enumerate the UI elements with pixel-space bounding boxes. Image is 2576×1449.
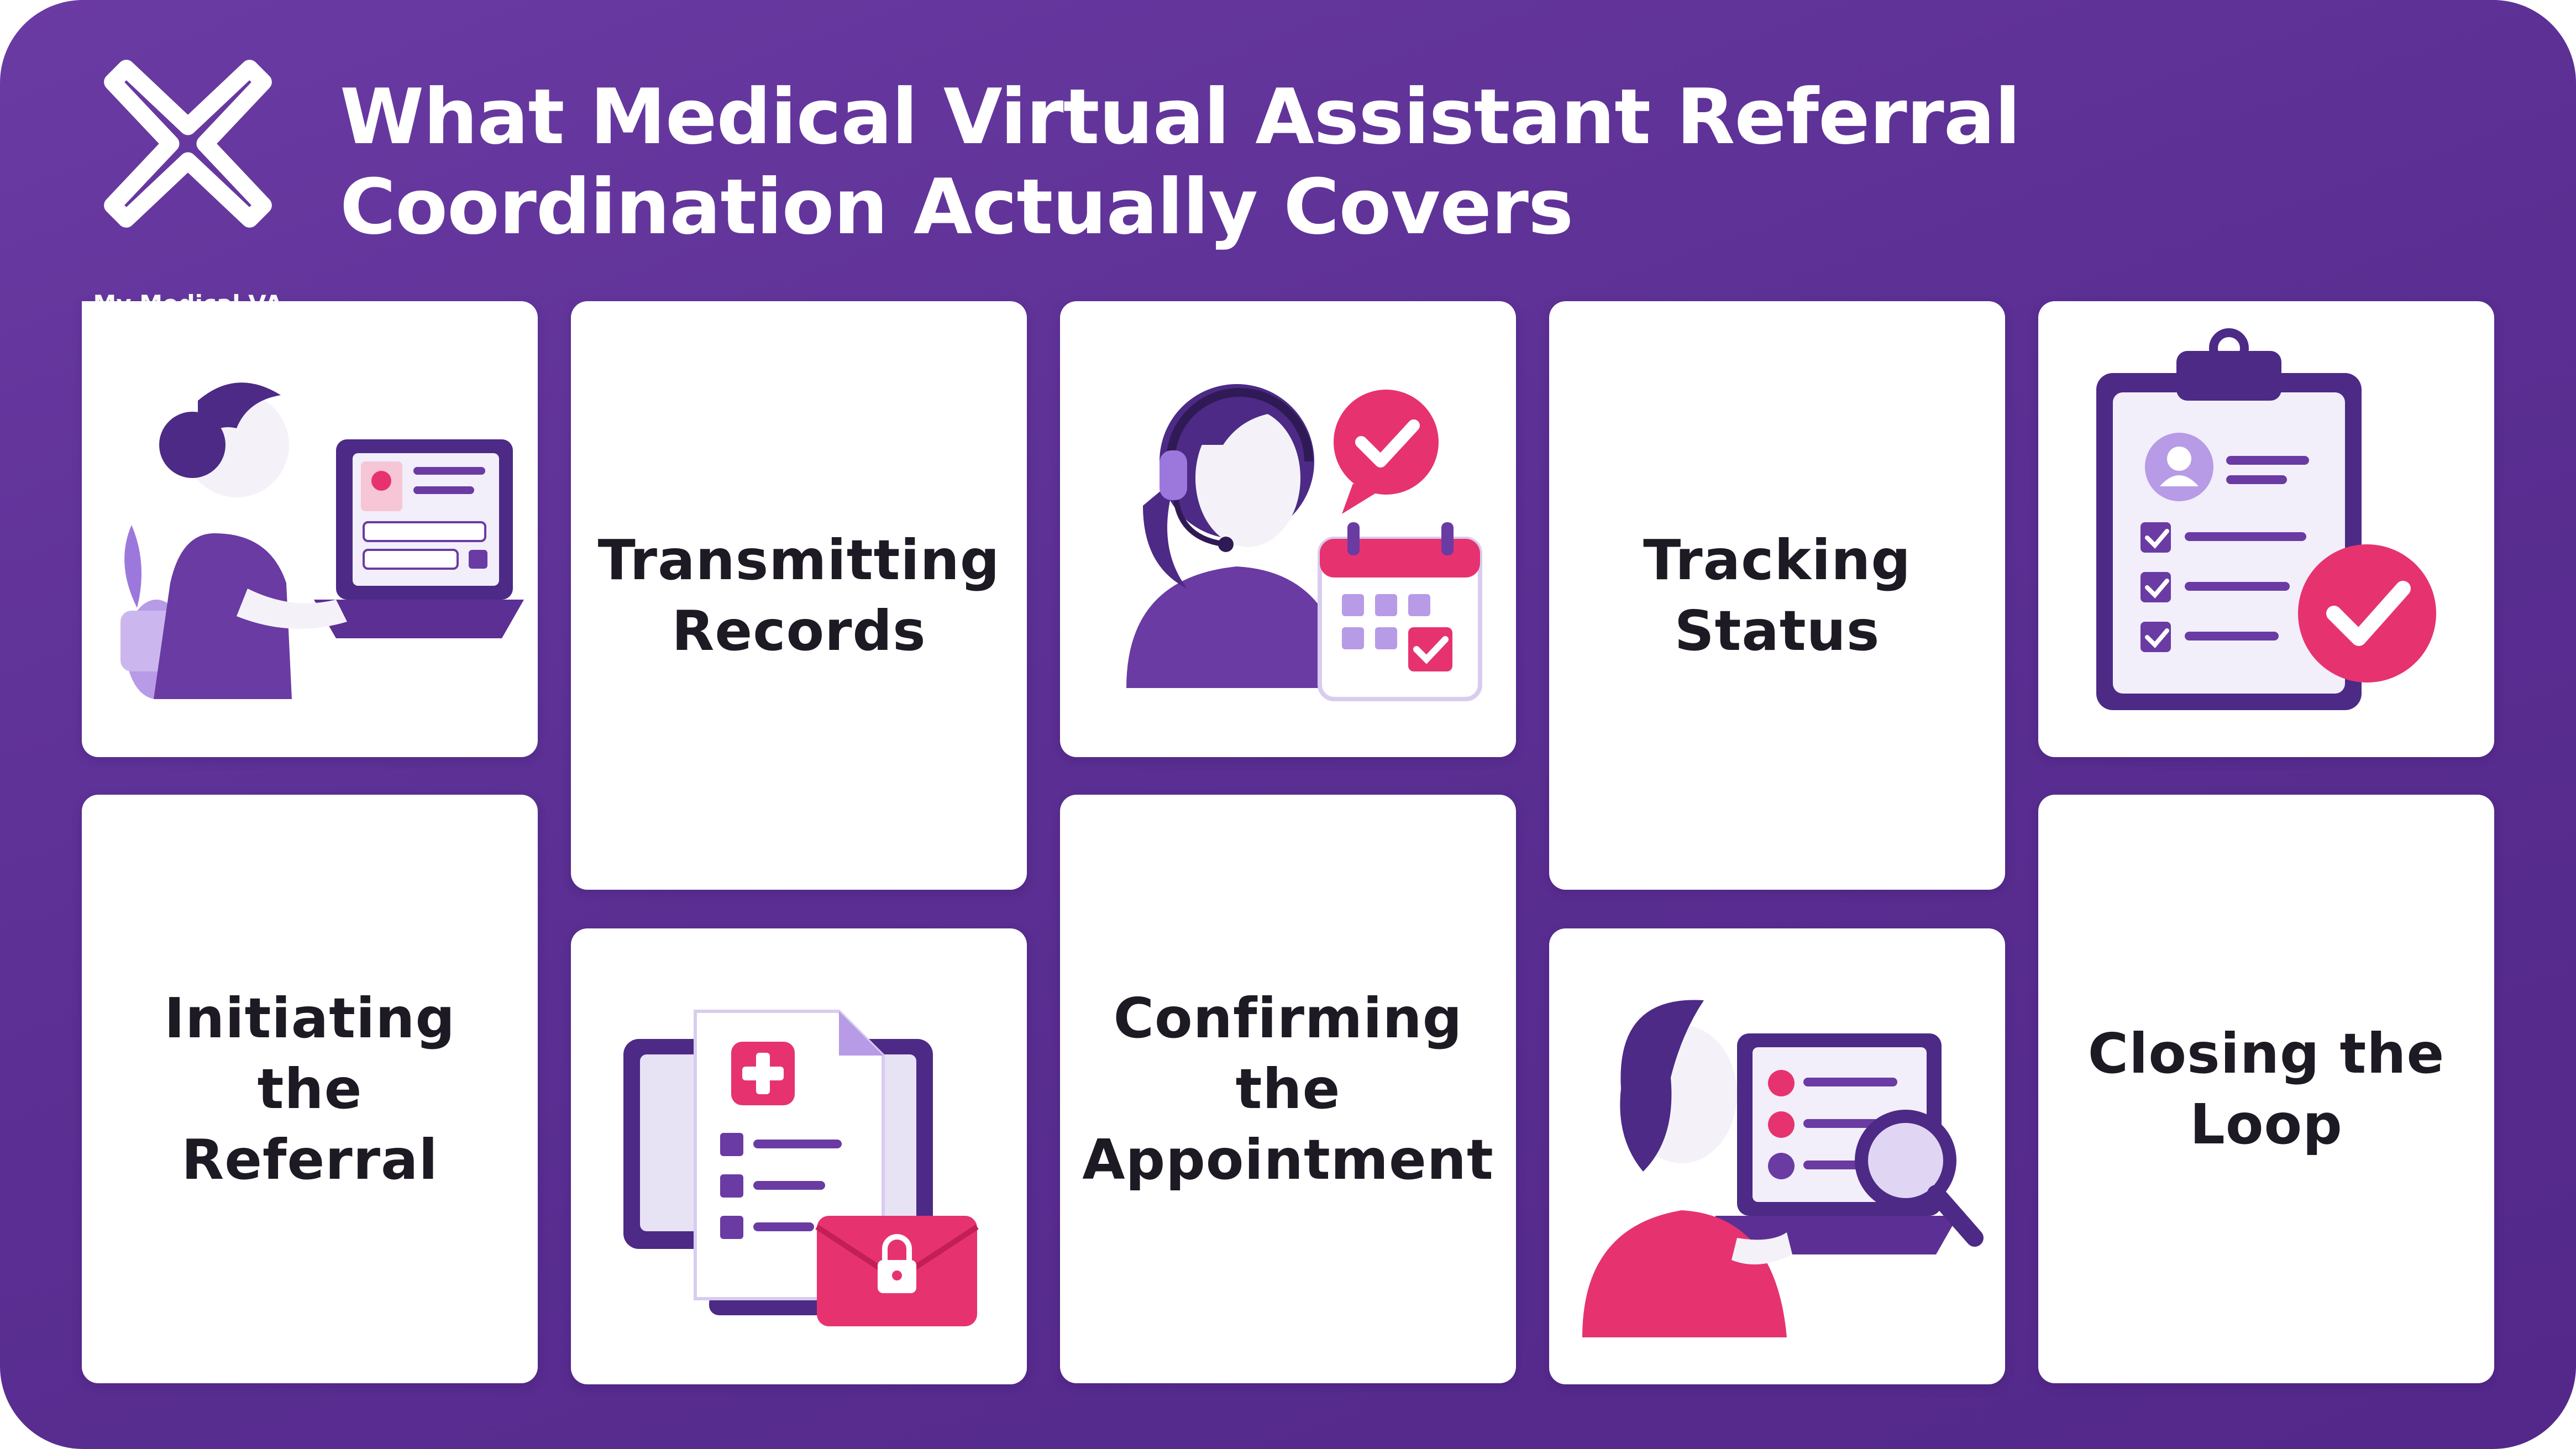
card-label: Tracking Status [1643,527,1911,663]
card-label: Confirming the Appointment [1082,985,1494,1192]
page-title: What Medical Virtual Assistant Referral … [340,72,2021,251]
headset-agent-calendar-icon [1126,384,1482,701]
card-tracking-status: Tracking Status [1549,301,2005,890]
card-confirming-the-appointment: Confirming the Appointment [1060,795,1516,1383]
card-label: Closing the Loop [2087,1021,2445,1157]
clipboard-checklist-icon [2096,328,2436,710]
card-transmitting-illustration [571,928,1027,1384]
card-label: Initiating the Referral [164,985,456,1192]
card-initiating-illustration [82,301,538,757]
card-label: Transmitting Records [597,527,1000,663]
woman-at-laptop-icon [120,382,524,699]
brand-x-icon [104,60,272,228]
card-transmitting-records: Transmitting Records [571,301,1027,890]
card-confirming-illustration [1060,301,1516,757]
card-tracking-illustration [1549,928,2005,1384]
review-laptop-magnifier-icon [1582,1000,1984,1337]
card-closing-illustration [2038,301,2494,757]
brand-logo: My Medical VA [88,55,287,317]
card-closing-the-loop: Closing the Loop [2038,795,2494,1383]
secure-records-monitor-icon [623,1010,979,1326]
card-initiating-the-referral: Initiating the Referral [82,795,538,1383]
